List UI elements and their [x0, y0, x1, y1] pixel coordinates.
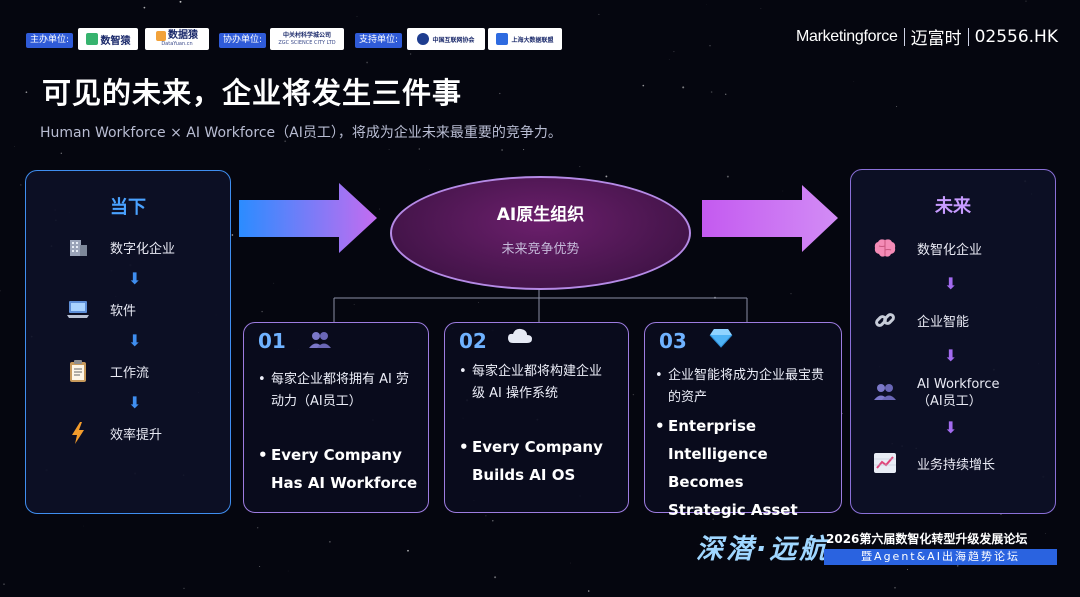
- panel-future-title: 未来: [935, 196, 971, 217]
- present-item-software: 软件: [66, 297, 136, 321]
- page-subtitle: Human Workforce × AI Workforce（AI员工），将成为…: [40, 125, 562, 141]
- link-icon: [873, 308, 897, 332]
- shuzhiyuan-logo-icon: [85, 33, 98, 45]
- shanghai-bigdata-logo-icon: [496, 33, 509, 45]
- panel-present: 当下 数字化企业 ⬇ 软件 ⬇ 工作流 ⬇ 效率提升: [25, 170, 231, 514]
- brand-divider: [903, 27, 905, 46]
- supporter-label: 支持单位:: [355, 33, 403, 48]
- brain-icon: [873, 236, 897, 260]
- people-icon: [308, 331, 332, 349]
- host-logo-shujuyuan: 数据猿 DataYuan.cn: [145, 28, 209, 50]
- ai-native-org-title: AI原生组织: [496, 205, 585, 225]
- brand-lockup: Marketingforce 迈富时 02556.HK: [795, 24, 1058, 50]
- down-arrow-icon: ⬇: [128, 331, 142, 350]
- down-arrow-icon: ⬇: [128, 393, 142, 412]
- coorganizer-label: 协办单位:: [219, 33, 267, 48]
- card-cn-text: 每家企业都将拥有 AI 劳动力（AI员工）: [258, 369, 409, 413]
- office-building-icon: [66, 235, 90, 259]
- card-ai-workforce: 01 每家企业都将拥有 AI 劳动力（AI员工） Every CompanyHa…: [243, 322, 429, 513]
- page-title: 可见的未来，企业将发生三件事: [42, 76, 463, 110]
- people-icon: [873, 380, 897, 404]
- host-label: 主办单位:: [26, 33, 74, 48]
- supporter-logo-shanghai-bigdata: 上海大数据联盟: [488, 28, 562, 50]
- forum-title: 2026第六届数智化转型升级发展论坛: [826, 532, 1028, 546]
- future-item-ai-workforce: AI Workforce（AI员工）: [873, 376, 1000, 410]
- isc-logo-icon: [417, 33, 430, 45]
- card-connector-lines: [333, 286, 748, 322]
- card-number: 02: [459, 329, 487, 353]
- ai-native-org-node: AI原生组织 未来竞争优势: [390, 176, 691, 290]
- brand-name: Marketingforce: [795, 27, 898, 45]
- card-number: 01: [258, 329, 286, 353]
- down-arrow-icon: ⬇: [944, 346, 958, 365]
- present-item-workflow: 工作流: [66, 359, 149, 383]
- coorganizer-logo: 中关村科学城公司 ZGC SCIENCE CITY LTD: [270, 28, 344, 50]
- card-number: 03: [659, 329, 687, 353]
- down-arrow-icon: ⬇: [128, 269, 142, 288]
- diamond-icon: [709, 328, 733, 348]
- down-arrow-icon: ⬇: [944, 274, 958, 293]
- down-arrow-icon: ⬇: [944, 418, 958, 437]
- clipboard-icon: [66, 359, 90, 383]
- future-item-digital-intelligent-enterprise: 数智化企业: [873, 236, 982, 260]
- host-logo-shuzhiyuan: 数智猿: [78, 28, 138, 50]
- forum-subtitle: 暨Agent&AI出海趋势论坛: [824, 549, 1057, 565]
- panel-present-title: 当下: [110, 197, 146, 218]
- shujuyuan-logo-icon: [156, 30, 166, 41]
- cloud-icon: [507, 327, 533, 345]
- future-item-business-growth: 业务持续增长: [873, 451, 995, 475]
- ai-native-org-subtitle: 未来竞争优势: [501, 242, 580, 257]
- future-item-enterprise-intelligence: 企业智能: [873, 308, 969, 332]
- supporter-logo-isc: 中国互联网协会: [407, 28, 485, 50]
- brand-divider: [967, 27, 969, 46]
- present-item-digital-enterprise: 数字化企业: [66, 235, 175, 259]
- flow-arrow-right: [702, 185, 838, 252]
- laptop-icon: [66, 297, 90, 321]
- present-item-efficiency: 效率提升: [66, 421, 162, 445]
- panel-future: 未来 数智化企业 ⬇ 企业智能 ⬇ AI Workforce（AI员工） ⬇: [850, 169, 1056, 514]
- lightning-icon: [66, 421, 90, 445]
- brand-cn: 迈富时: [910, 29, 962, 49]
- flow-arrow-left: [239, 183, 377, 253]
- forum-logo-text: 深潜·远航: [696, 534, 830, 565]
- chart-increasing-icon: [873, 451, 897, 475]
- brand-stock-code: 02556.HK: [974, 26, 1058, 47]
